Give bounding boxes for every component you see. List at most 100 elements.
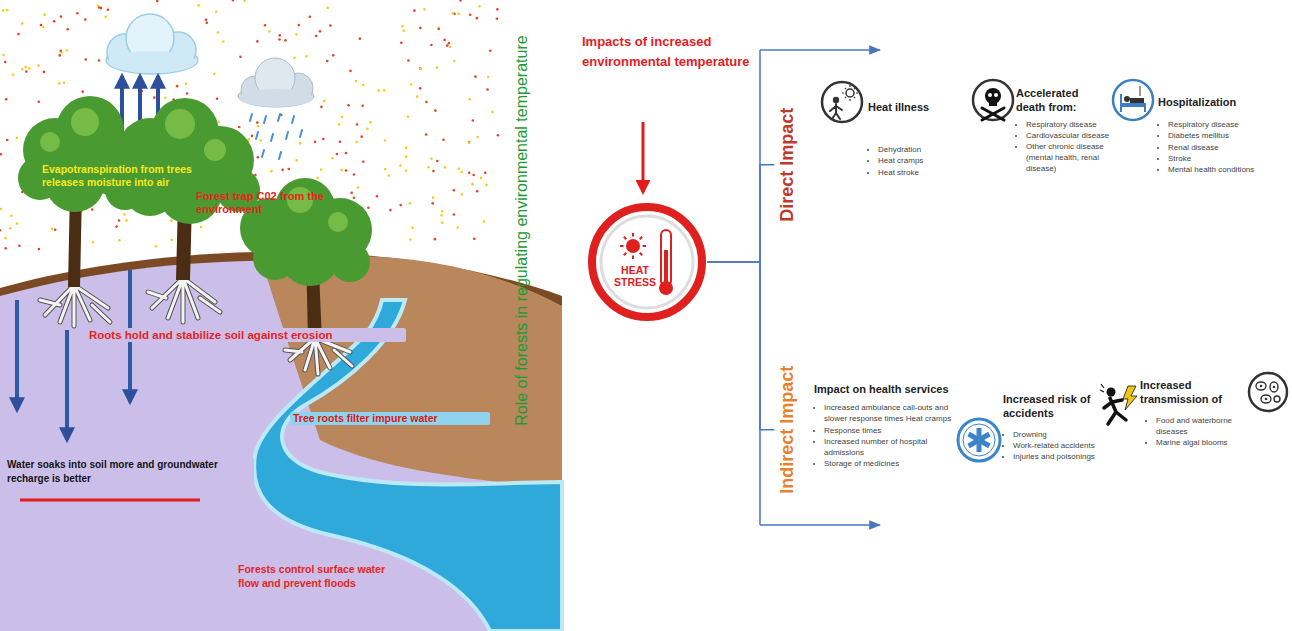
speckle-dot xyxy=(43,13,46,16)
speckle-dot xyxy=(315,35,318,38)
bullet-item: Renal disease xyxy=(1168,142,1270,153)
speckle-dot xyxy=(389,209,392,212)
speckle-dot xyxy=(483,220,486,223)
process-note: Forest trap C02 from the environment xyxy=(196,190,336,216)
group-heading: Heat illness xyxy=(868,100,963,114)
infiltration-arrow xyxy=(15,300,19,410)
speckle-dot xyxy=(472,174,475,177)
process-note: Roots hold and stabilize soil against er… xyxy=(86,328,406,342)
speckle-dot xyxy=(12,73,15,76)
speckle-dot xyxy=(369,121,372,124)
speckle-dot xyxy=(38,248,41,251)
speckle-dot xyxy=(485,184,488,187)
bullet-item: Response times xyxy=(824,425,956,436)
thermometer-symbol xyxy=(659,230,673,295)
speckle-dot xyxy=(434,109,437,112)
speckle-dot xyxy=(66,49,69,52)
speckle-dot xyxy=(410,83,413,86)
thermometer-tube xyxy=(661,230,671,286)
bullet-list: Increased ambulance call-outs and slower… xyxy=(814,402,956,469)
rain-drops xyxy=(286,132,288,139)
speckle-dot xyxy=(232,0,235,2)
bullet-item: Stroke xyxy=(1168,153,1270,164)
speckle-dot xyxy=(468,141,471,144)
speckle-dot xyxy=(281,169,284,172)
speckle-dot xyxy=(407,59,410,62)
accident-icon xyxy=(1107,388,1116,397)
panel-heading: Impacts of increased environmental tempe… xyxy=(582,32,754,72)
speckle-dot xyxy=(355,141,358,144)
speckle-dot xyxy=(359,37,362,40)
sky xyxy=(0,0,562,631)
speckle-dot xyxy=(405,147,408,150)
badge-ring xyxy=(592,207,702,317)
canopy-highlight xyxy=(165,109,195,139)
speckle-dot xyxy=(58,54,61,57)
bullet-item: Injuries and poisonings xyxy=(1013,451,1099,462)
speckle-dot xyxy=(2,54,5,57)
bullet-list: Respiratory diseaseDiabetes mellitusRena… xyxy=(1158,119,1270,175)
speckle-dot xyxy=(496,8,499,11)
cells-icon xyxy=(1274,396,1280,402)
speckle-dot xyxy=(405,155,408,158)
speckle-dot xyxy=(247,138,250,141)
bullet-list: DehydrationHeat crampsHeat stroke xyxy=(868,144,963,178)
speckle-dot xyxy=(96,5,99,8)
tree-canopy xyxy=(330,242,370,282)
hospital-bed-icon xyxy=(1113,80,1153,120)
speckle-dot xyxy=(197,4,200,7)
speckle-dot xyxy=(125,219,128,222)
speckle-dot xyxy=(453,213,456,216)
speckle-dot xyxy=(460,171,463,174)
bullet-item: Other chronic disease (mental health, re… xyxy=(1026,141,1113,175)
sun-ray xyxy=(624,253,626,255)
bullet-list: Respiratory diseaseCardiovascular diseas… xyxy=(1016,119,1113,175)
speckle-dot xyxy=(468,141,471,144)
heat-illness-icon xyxy=(830,104,842,119)
cells-icon xyxy=(1261,395,1271,403)
speckle-dot xyxy=(487,76,490,79)
rain-drops xyxy=(262,150,264,157)
bullet-item: Diabetes mellitus xyxy=(1168,130,1270,141)
tree-roots xyxy=(40,285,110,326)
speckle-dot xyxy=(425,101,428,104)
speckle-dot xyxy=(287,168,290,171)
hospital-bed-icon xyxy=(1130,98,1144,103)
speckle-dot xyxy=(436,160,439,163)
speckle-dot xyxy=(430,44,433,47)
speckle-dot xyxy=(326,60,329,63)
speckle-dot xyxy=(256,121,259,124)
speckle-dot xyxy=(471,183,474,186)
speckle-dot xyxy=(409,238,412,241)
rain-drops xyxy=(271,134,273,141)
speckle-dot xyxy=(305,55,308,58)
tree-canopy xyxy=(253,236,297,280)
bullet-item: Food and waterborne diseases xyxy=(1156,415,1244,437)
speckle-dot xyxy=(92,241,95,244)
speckle-dot xyxy=(459,0,462,2)
star-of-life-icon xyxy=(963,424,995,456)
tree-canopy xyxy=(18,96,372,286)
skull-icon xyxy=(988,93,992,97)
speckle-dot xyxy=(353,196,356,199)
rain-drops xyxy=(292,116,294,123)
speckle-dot xyxy=(409,202,412,205)
speckle-dot xyxy=(431,202,434,205)
skull-icon xyxy=(989,100,997,106)
process-note: Forests control surface water flow and p… xyxy=(235,562,400,590)
rain-drops xyxy=(278,114,280,121)
speckle-dot xyxy=(297,24,300,27)
heat-illness-icon xyxy=(822,82,862,122)
group-heading: Increased transmission of xyxy=(1140,378,1222,407)
red-underline xyxy=(20,500,200,501)
speckle-dot xyxy=(338,123,341,126)
sun-ray xyxy=(640,237,642,239)
speckle-dot xyxy=(446,44,449,47)
speckle-dot xyxy=(270,170,273,173)
speckle-dot xyxy=(497,134,500,137)
sun-ray xyxy=(620,245,624,247)
speckle-dot xyxy=(383,89,386,92)
speckle-dot xyxy=(170,219,173,222)
speckle-dot xyxy=(399,204,402,207)
speckle-dot xyxy=(21,22,24,25)
